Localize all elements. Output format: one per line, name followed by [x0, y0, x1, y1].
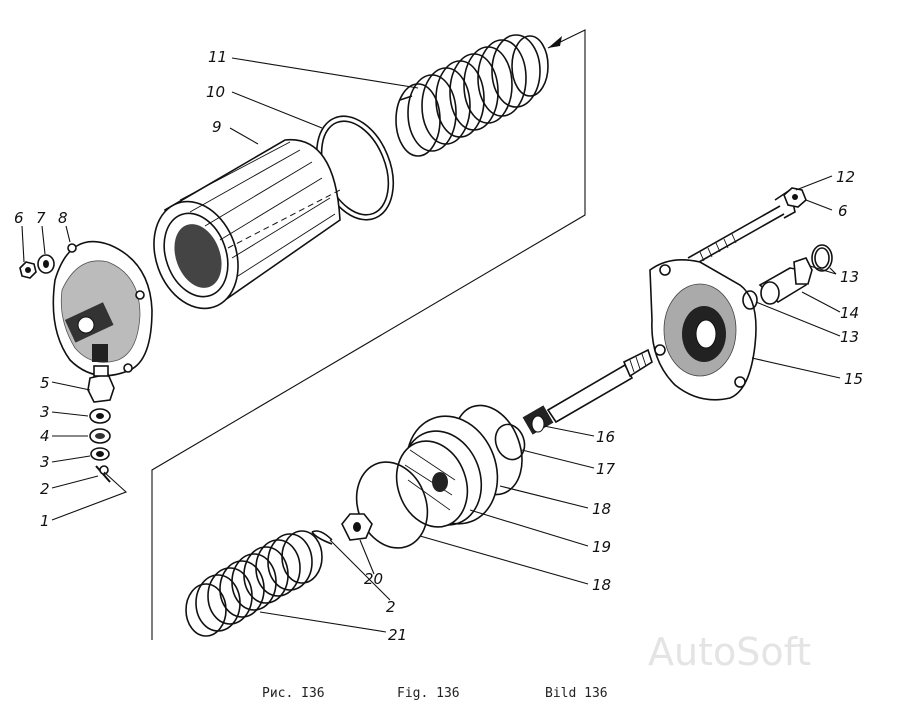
caption-fr: Fig. 136: [397, 686, 460, 701]
callout-7: 7: [36, 209, 46, 227]
callout-6-right: 6: [838, 202, 848, 220]
callout-14: 14: [840, 304, 859, 322]
part-2-pin-right: [311, 530, 333, 545]
part-20-castle-nut: [341, 513, 373, 541]
callout-13-lower: 13: [840, 328, 859, 346]
assembly-axis-line: [151, 29, 586, 640]
part-15-flange: [649, 259, 757, 401]
part-17-ring: [494, 423, 526, 461]
callout-10: 10: [206, 83, 225, 101]
callout-3-upper: 3: [40, 403, 50, 421]
part-3-washer-a: [89, 408, 111, 424]
callout-2-left: 2: [40, 480, 50, 498]
callout-13-upper: 13: [840, 268, 859, 286]
watermark: AutoSoft: [648, 630, 812, 674]
callout-2-right: 2: [386, 598, 396, 616]
callout-19: 19: [592, 538, 611, 556]
callout-21: 21: [388, 626, 407, 644]
part-12-bolt: [687, 188, 796, 267]
part-19-piston: [395, 415, 499, 528]
callout-3-lower: 3: [40, 453, 50, 471]
callout-11: 11: [208, 48, 227, 66]
callout-12: 12: [836, 168, 855, 186]
callout-5: 5: [40, 374, 50, 392]
part-16-rod: [522, 348, 653, 435]
part-14-plug: [758, 257, 813, 305]
part-13-seal-top: [811, 244, 833, 272]
part-21-spring: [185, 530, 323, 637]
part-8-cover: [52, 240, 153, 377]
caption-de: Bild 136: [545, 686, 608, 701]
callout-8: 8: [58, 209, 68, 227]
callout-1: 1: [40, 512, 50, 530]
part-4-washer: [89, 428, 111, 444]
callout-20: 20: [364, 570, 383, 588]
callout-18-lower: 18: [592, 576, 611, 594]
callout-18-upper: 18: [592, 500, 611, 518]
part-6-nut-left: [19, 261, 37, 279]
part-11-spring: [395, 34, 549, 157]
callout-17: 17: [596, 460, 616, 478]
part-7-washer-left: [37, 254, 55, 274]
callout-9: 9: [212, 118, 222, 136]
caption-ru: Рис. I36: [262, 686, 325, 701]
callout-4: 4: [40, 427, 50, 445]
axis-arrow-head: [548, 36, 562, 48]
leader-lines: [21, 57, 841, 633]
part-9-cylinder: [153, 138, 341, 310]
part-13-seal-bottom: [742, 290, 758, 310]
callout-6-left: 6: [14, 209, 24, 227]
callout-15: 15: [844, 370, 863, 388]
part-3-washer-b: [90, 447, 110, 461]
part-2-pin-left: [95, 465, 111, 483]
callout-16: 16: [596, 428, 615, 446]
